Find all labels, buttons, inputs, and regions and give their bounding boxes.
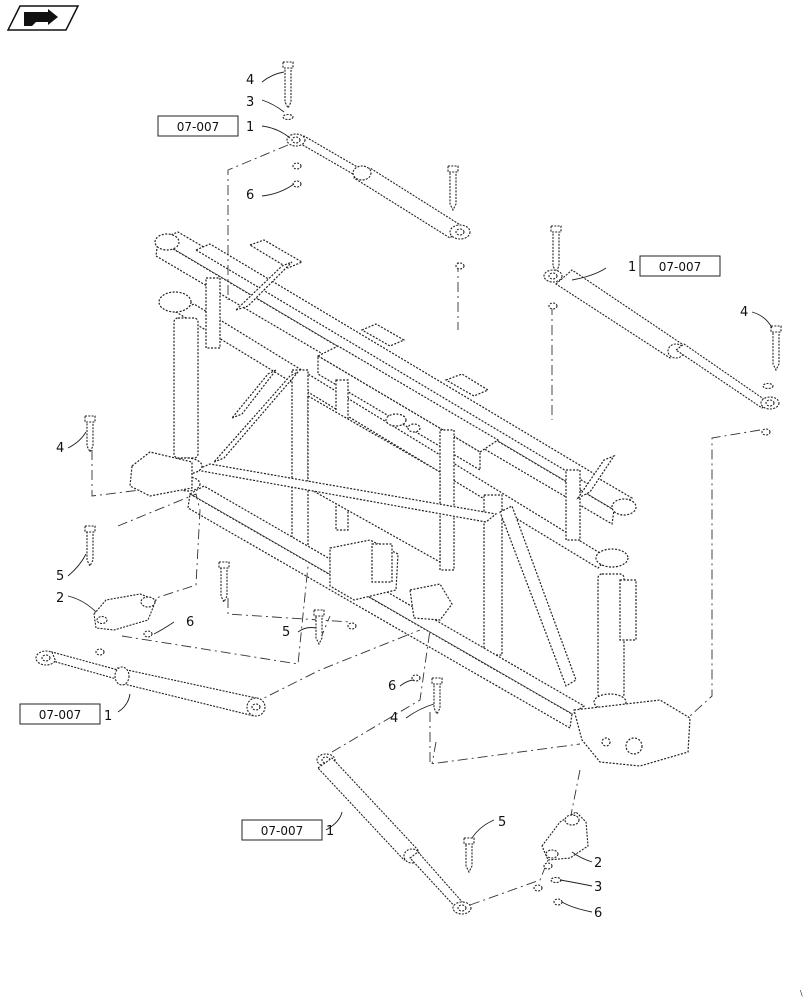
reference-label: 07-007 [39,708,82,722]
reference-box-left[interactable]: 07-007 [19,703,101,725]
right-cylinder-assembly[interactable] [543,225,782,436]
callout-mid-5: 5 [282,625,290,640]
top-cylinder-assembly[interactable] [282,61,471,270]
callout-bot-5: 5 [498,815,506,830]
callout-right-4: 4 [740,305,748,320]
callout-mid-6: 6 [388,679,396,694]
top-cylinder-barrel[interactable] [352,167,463,239]
callout-left-1: 1 [104,709,112,724]
callout-top-4: 4 [246,73,254,88]
reference-box-bottom[interactable]: 07-007 [241,819,323,841]
reference-label: 07-007 [659,260,702,274]
callout-bot-1: 1 [326,824,334,839]
callout-left-5: 5 [56,569,64,584]
next-page-arrow-icon[interactable] [6,5,80,31]
reference-label: 07-007 [177,120,220,134]
left-cylinder-assembly[interactable] [35,415,266,717]
callout-left-4: 4 [56,441,64,456]
boom-frame [129,231,691,767]
callout-bot-2: 2 [594,856,602,871]
top-washer[interactable] [282,113,294,121]
bottom-cylinder-barrel[interactable] [317,757,419,861]
callout-bot-6: 6 [594,906,602,921]
left-cylinder-barrel[interactable] [117,667,257,717]
callout-leaders [67,71,773,913]
callout-left-6: 6 [186,615,194,630]
left-bracket-plate[interactable] [93,593,157,631]
reference-box-top[interactable]: 07-007 [157,115,239,137]
reference-box-right[interactable]: 07-007 [639,255,721,277]
callout-left-2: 2 [56,591,64,606]
corner-mark: \ [800,989,803,998]
bottom-cylinder-assembly[interactable] [316,753,589,915]
right-cylinder-barrel[interactable] [555,269,683,359]
assembly-centerlines [91,144,761,906]
callout-bot-3: 3 [594,880,602,895]
top-nut[interactable] [292,162,302,170]
callout-top-6: 6 [246,188,254,203]
callout-top-3: 3 [246,95,254,110]
callout-numbers: 4 3 1 6 1 4 4 5 2 6 1 5 6 4 1 5 2 3 6 [56,73,748,921]
callout-top-1: 1 [246,120,254,135]
reference-label: 07-007 [261,824,304,838]
top-bolt[interactable] [284,65,292,110]
callout-right-1: 1 [628,260,636,275]
callout-mid-4: 4 [390,711,398,726]
center-hardware[interactable] [218,561,443,716]
